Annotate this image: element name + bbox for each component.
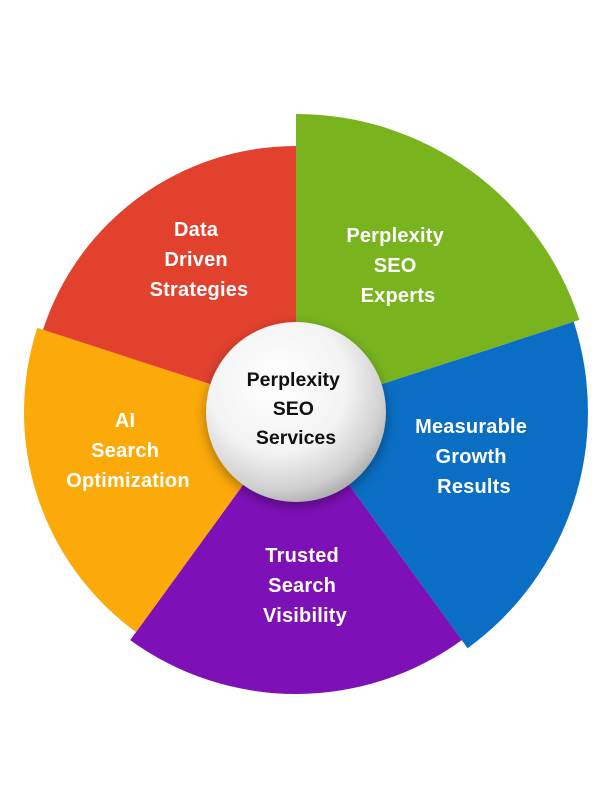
segment-shape-data-driven-strategies: [43, 146, 296, 412]
segment-shape-perplexity-seo-experts: [296, 114, 580, 412]
segment-label-measurable-growth-results: Measurable Growth Results: [415, 416, 533, 498]
segment-label-ai-search-optimization: AI Search Optimization: [66, 410, 190, 492]
segment-label-data-driven-strategies: Data Driven Strategies: [150, 219, 249, 301]
center-hub: Perplexity SEO Services: [206, 322, 386, 502]
segment-labels: Perplexity SEO Experts Measurable Growth…: [66, 219, 533, 627]
segment-label-trusted-search-visibility: Trusted Search Visibility: [263, 545, 348, 627]
segment-label-perplexity-seo-experts: Perplexity SEO Experts: [346, 225, 449, 307]
center-hub-label: Perplexity SEO Services: [247, 369, 346, 449]
center-hub-circle: [206, 322, 386, 502]
segment-shape-trusted-search-visibility: [130, 412, 462, 694]
